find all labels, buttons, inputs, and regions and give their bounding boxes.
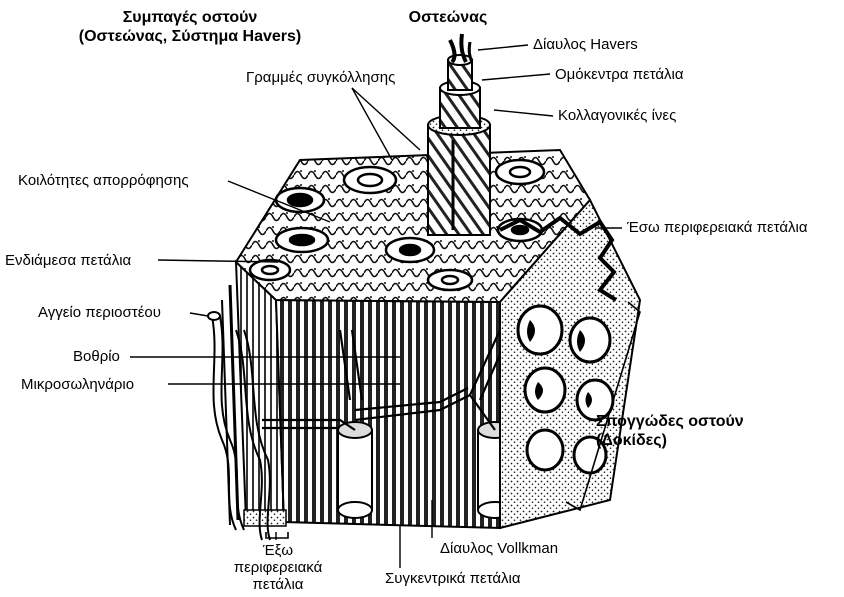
spongy-bone-title: Σπογγώδες οστούν (Δοκίδες) (596, 412, 744, 450)
label-outer-circumferential-lamellae: Έξω περιφερειακά πετάλια (216, 542, 340, 593)
label-collagen-fibers: Κολλαγονικές ίνες (558, 107, 676, 124)
label-haversian-canal: Δίαυλος Havers (533, 36, 638, 53)
label-interstitial-lamellae: Ενδιάμεσα πετάλια (5, 252, 131, 269)
spongy-bone-title-line2: (Δοκίδες) (596, 431, 744, 450)
label-resorption-cavities: Κοιλότητες απορρόφησης (18, 172, 189, 189)
label-lacuna: Βοθρίο (73, 348, 120, 365)
label-outer-line2: περιφερειακά (216, 559, 340, 576)
label-periosteal-vessel: Αγγείο περιοστέου (38, 304, 161, 321)
spongy-bone-title-line1: Σπογγώδες οστούν (596, 412, 744, 431)
label-cement-lines: Γραμμές συγκόλλησης (246, 69, 395, 86)
label-concentric-lamellae-top: Ομόκεντρα πετάλια (555, 66, 684, 83)
label-outer-line3: πετάλια (216, 576, 340, 593)
compact-bone-title: Συμπαγές οστούν (Οστεώνας, Σύστημα Haver… (70, 8, 310, 46)
compact-bone-title-line1: Συμπαγές οστούν (70, 8, 310, 27)
label-canaliculus: Μικροσωληνάριο (21, 376, 134, 393)
osteon-title: Οστεώνας (398, 8, 498, 27)
haversian-osteon-tube (428, 34, 490, 235)
label-outer-line1: Έξω (216, 542, 340, 559)
label-concentric-lamellae-bottom: Συγκεντρικά πετάλια (385, 570, 521, 587)
label-volkmann-canal: Δίαυλος Vollkman (440, 540, 558, 557)
compact-bone-title-line2: (Οστεώνας, Σύστημα Havers) (70, 27, 310, 46)
label-inner-circumferential-lamellae: Έσω περιφερειακά πετάλια (627, 219, 808, 236)
